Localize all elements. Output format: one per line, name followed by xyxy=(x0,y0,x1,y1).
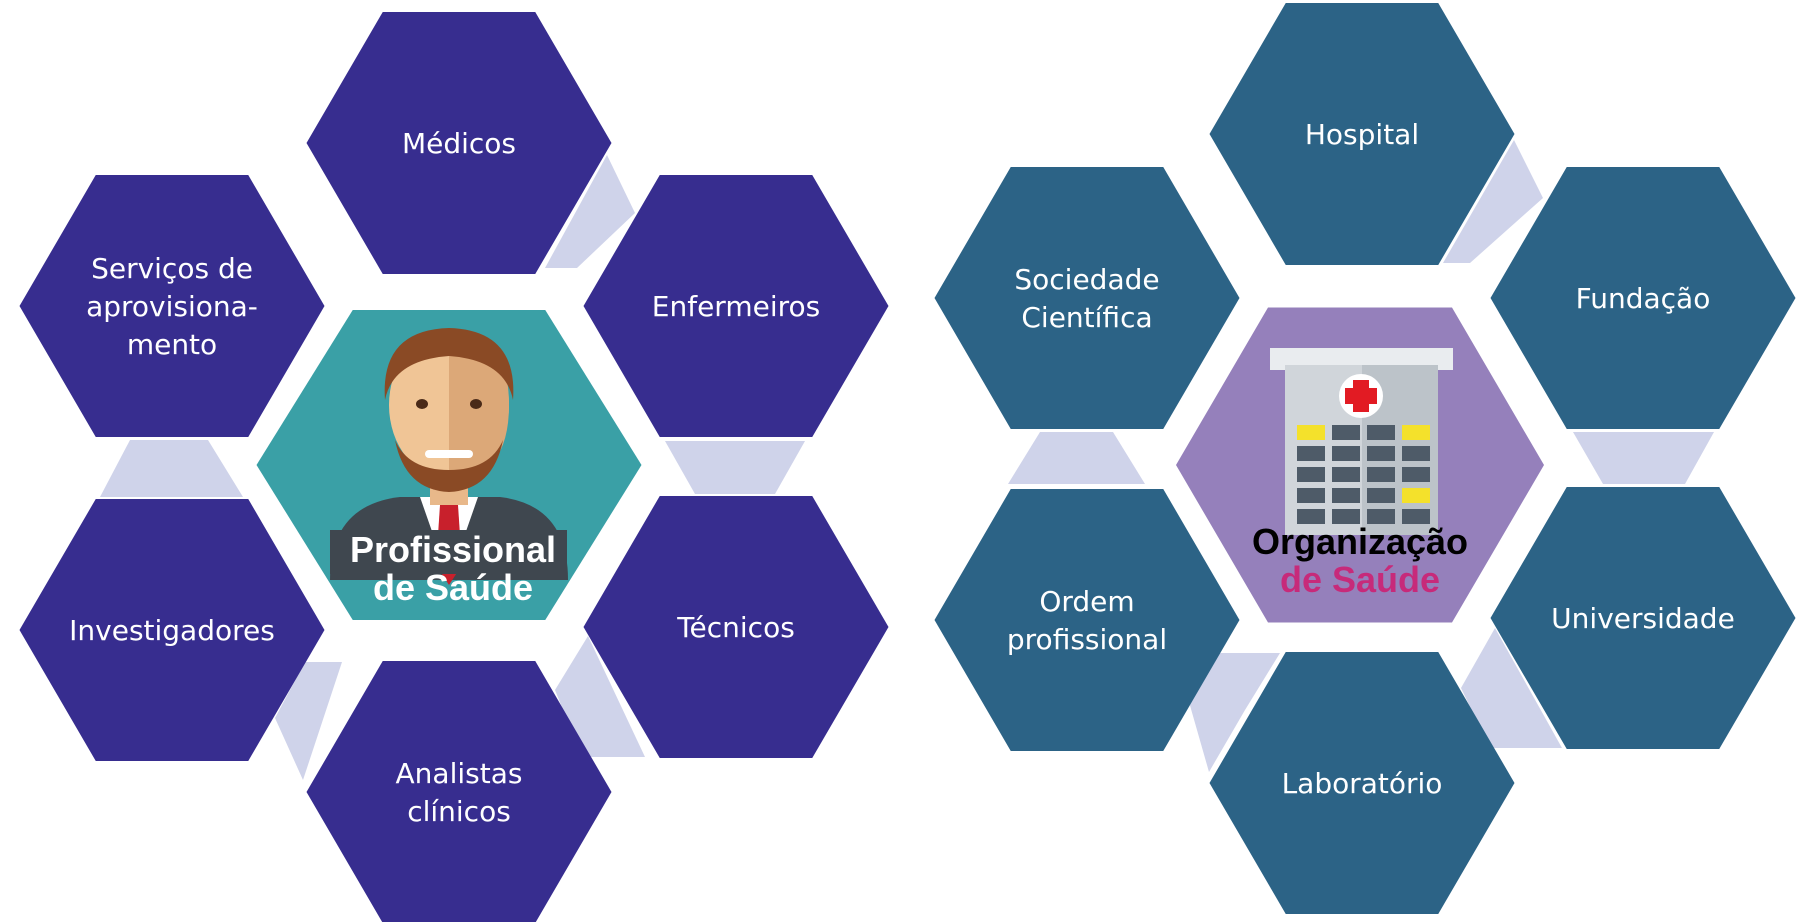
center-label-band xyxy=(330,530,567,574)
center-label-organizacao-line-1: Organização xyxy=(1252,521,1468,562)
hexagon-label-ordem-1: Ordem xyxy=(1039,585,1134,618)
connector-medicos-enfermeiros xyxy=(545,155,635,268)
hexagon-label-analistas-2: clínicos xyxy=(407,795,511,828)
hexagon-label-medicos-1: Médicos xyxy=(402,127,516,160)
connector-ordem-sociedade xyxy=(1008,432,1145,484)
connector-enfermeiros-tecnicos xyxy=(665,441,805,494)
hexagon-sociedade xyxy=(934,167,1240,429)
hexagon-label-sociedade-2: Científica xyxy=(1021,301,1152,334)
hexagon-label-hospital-1: Hospital xyxy=(1305,118,1419,151)
hexagon-medicos xyxy=(306,12,612,274)
hospital-building-icon xyxy=(1270,348,1453,535)
hexagon-servicos xyxy=(19,175,325,437)
connector-tecnicos-analistas xyxy=(555,636,645,757)
connector-analistas-investigadores xyxy=(275,662,342,780)
center-label-organizacao-line-2: de Saúde xyxy=(1280,559,1440,600)
hexagon-label-enfermeiros-1: Enfermeiros xyxy=(652,290,820,323)
connector-hospital-fundacao xyxy=(1443,140,1543,263)
connector-universidade-laboratorio xyxy=(1461,628,1562,748)
hexagon-hospital xyxy=(1209,3,1515,265)
hexagon-laboratorio xyxy=(1209,652,1515,914)
hexagon-label-servicos-1: Serviços de xyxy=(91,252,253,285)
hexagon-enfermeiros xyxy=(583,175,889,437)
center-label-profissional-line-1: Profissional xyxy=(350,529,556,570)
hexagon-tecnicos xyxy=(583,496,889,758)
hexagon-label-servicos-2: aprovisiona- xyxy=(86,290,258,323)
hexagon-label-universidade-1: Universidade xyxy=(1551,602,1735,635)
hexagon-universidade xyxy=(1490,487,1796,749)
center-label-profissional-line-2: de Saúde xyxy=(373,567,533,608)
hexagon-label-servicos-3: mento xyxy=(127,328,217,361)
connector-fundacao-universidade xyxy=(1573,432,1714,484)
hexagon-label-fundacao-1: Fundação xyxy=(1576,282,1711,315)
hexagon-label-tecnicos-1: Técnicos xyxy=(676,611,795,644)
hexagon-investigadores xyxy=(19,499,325,761)
connector-investigadores-servicos xyxy=(100,440,243,497)
hexagon-label-investigadores-1: Investigadores xyxy=(69,614,275,647)
hexagon-ordem xyxy=(934,489,1240,751)
hexagon-label-ordem-2: profissional xyxy=(1007,623,1167,656)
hexagon-label-sociedade-1: Sociedade xyxy=(1014,263,1159,296)
hexagon-label-laboratorio-1: Laboratório xyxy=(1282,767,1443,800)
hexagon-fundacao xyxy=(1490,167,1796,429)
hexagon-analistas xyxy=(306,661,612,922)
hexagon-label-analistas-1: Analistas xyxy=(396,757,523,790)
